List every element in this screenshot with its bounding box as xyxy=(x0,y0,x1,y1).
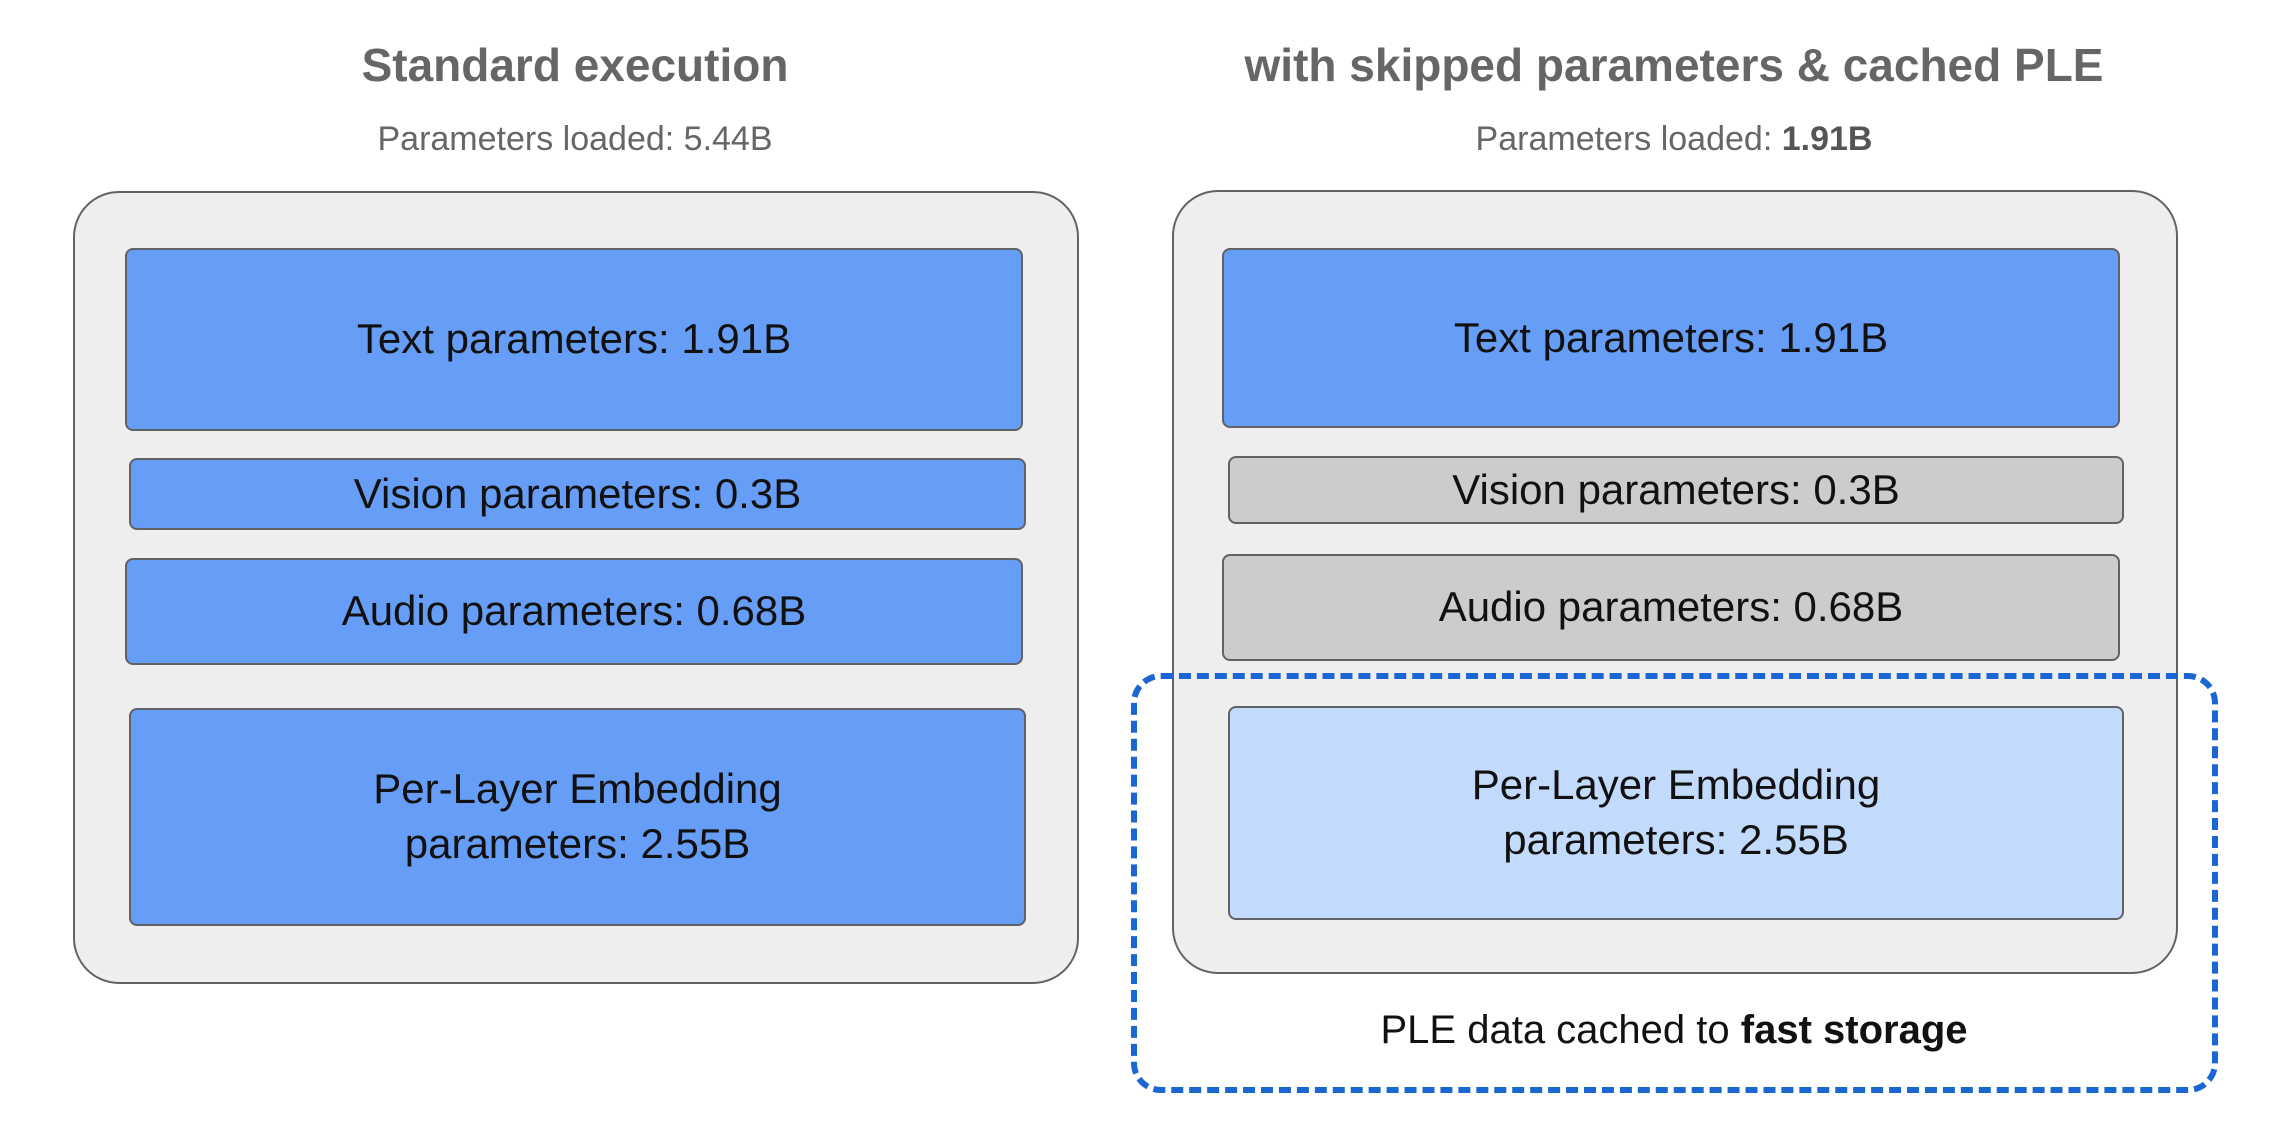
left-subtitle-value: 5.44B xyxy=(683,120,773,158)
block-label: Per-Layer Embedding parameters: 2.55B xyxy=(1472,758,1881,867)
left-audio-params-block: Audio parameters: 0.68B xyxy=(125,558,1023,665)
fast-storage-cache-region xyxy=(1131,673,2218,1093)
left-ple-params-block: Per-Layer Embedding parameters: 2.55B xyxy=(129,708,1026,926)
block-label: Per-Layer Embedding parameters: 2.55B xyxy=(373,762,782,871)
left-subtitle: Parameters loaded: 5.44B xyxy=(377,120,772,159)
block-label: Vision parameters: 0.3B xyxy=(1452,465,1900,513)
right-ple-params-block: Per-Layer Embedding parameters: 2.55B xyxy=(1228,706,2124,920)
cache-caption-bold: fast storage xyxy=(1740,1008,1968,1052)
block-label-line1: Per-Layer Embedding xyxy=(1471,761,1881,809)
block-label: Audio parameters: 0.68B xyxy=(1438,583,1904,631)
right-subtitle-label: Parameters loaded: xyxy=(1475,120,1782,158)
right-subtitle-value: 1.91B xyxy=(1781,120,1873,158)
block-label-line2: parameters: 2.55B xyxy=(404,820,751,867)
cache-caption-prefix: PLE data cached to xyxy=(1380,1008,1741,1052)
block-label: Text parameters: 1.91B xyxy=(356,315,792,363)
block-label-line1: Per-Layer Embedding xyxy=(373,765,782,813)
cache-caption: PLE data cached to fast storage xyxy=(1380,1008,1967,1053)
left-vision-params-block: Vision parameters: 0.3B xyxy=(129,458,1026,530)
block-label: Audio parameters: 0.68B xyxy=(341,587,807,635)
block-label: Text parameters: 1.91B xyxy=(1453,313,1889,361)
block-label: Vision parameters: 0.3B xyxy=(353,469,802,517)
right-vision-params-block: Vision parameters: 0.3B xyxy=(1228,456,2124,524)
right-subtitle: Parameters loaded: 1.91B xyxy=(1476,120,1873,159)
right-audio-params-block: Audio parameters: 0.68B xyxy=(1222,554,2120,661)
left-subtitle-label: Parameters loaded: xyxy=(377,120,684,158)
left-title: Standard execution xyxy=(361,39,789,91)
left-text-params-block: Text parameters: 1.91B xyxy=(125,248,1023,431)
right-text-params-block: Text parameters: 1.91B xyxy=(1222,248,2120,428)
block-label-line2: parameters: 2.55B xyxy=(1503,816,1849,863)
right-title: with skipped parameters & cached PLE xyxy=(1244,39,2104,91)
